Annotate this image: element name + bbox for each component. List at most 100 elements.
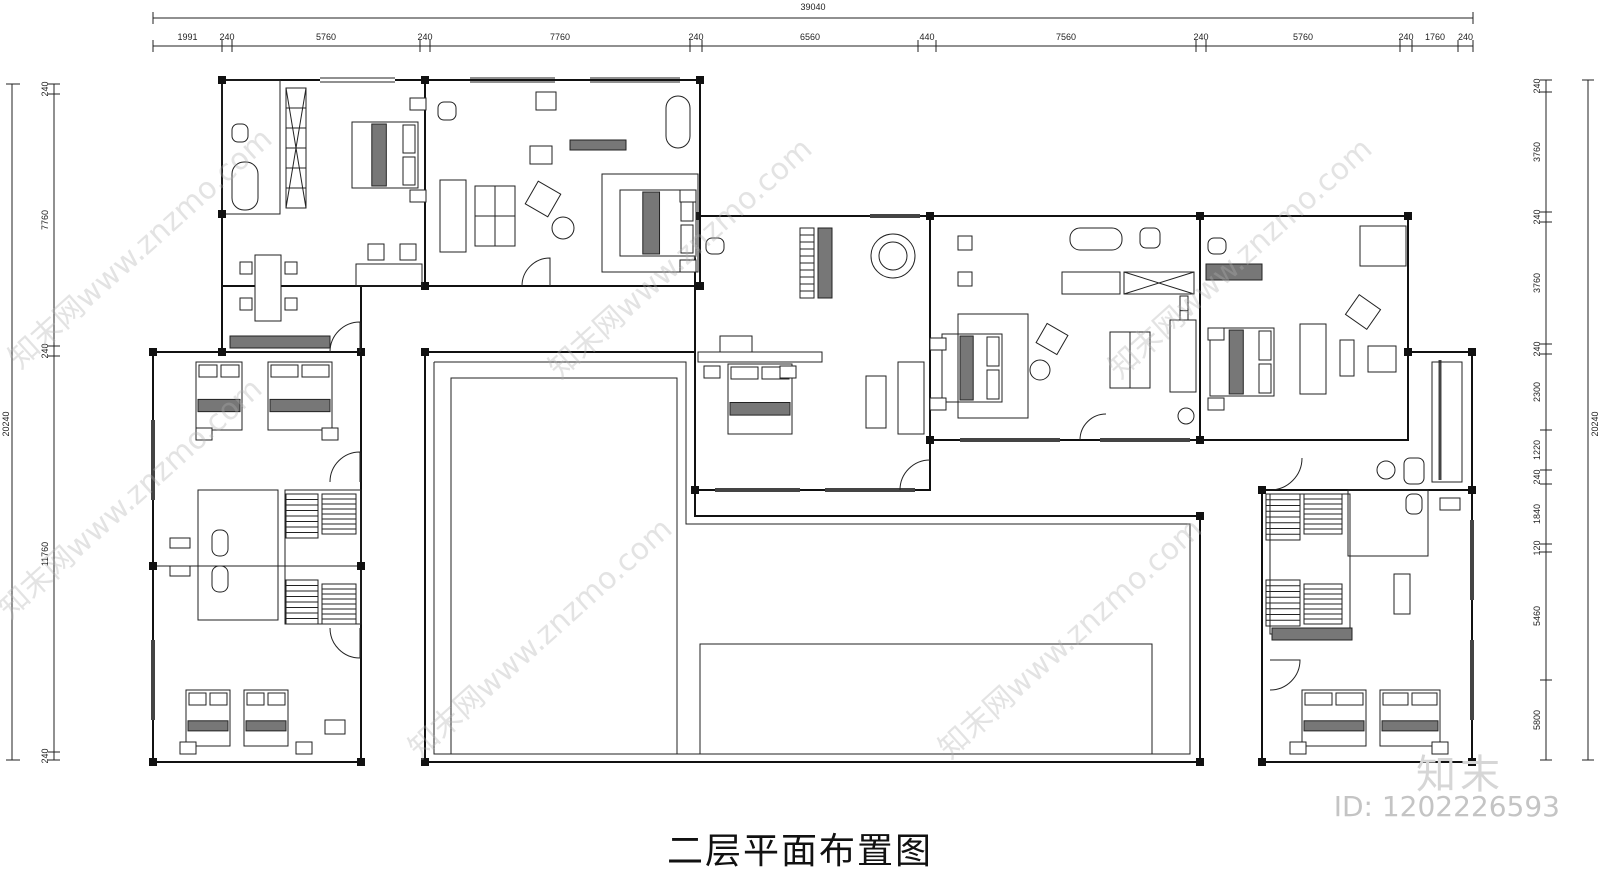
toilet: [231, 123, 249, 143]
bed: [185, 689, 231, 747]
dim-top-label: 1760: [1425, 32, 1445, 42]
column: [421, 348, 429, 356]
column: [696, 282, 704, 290]
dim-top-label: 240: [1193, 32, 1208, 42]
nightstand: [703, 365, 721, 379]
dim-right-label: 240: [1532, 341, 1542, 356]
nightstand: [321, 427, 339, 441]
column: [1468, 758, 1476, 766]
nightstand: [1289, 741, 1307, 755]
nightstand: [195, 427, 213, 441]
wardrobe: [569, 139, 627, 151]
nightstand: [1431, 741, 1449, 755]
dim-left-total: 20240: [1, 411, 11, 436]
dim-right-label: 1220: [1532, 440, 1542, 460]
column: [149, 348, 157, 356]
dim-left-label: 240: [40, 81, 50, 96]
bed: [727, 363, 793, 435]
column: [421, 282, 429, 290]
drawing-title: 二层平面布置图: [666, 831, 933, 872]
doors: [329, 257, 1303, 691]
sofa: [1169, 319, 1197, 393]
bed: [1209, 327, 1275, 397]
freestanding-bathtub: [665, 95, 691, 149]
column: [149, 562, 157, 570]
column: [1404, 348, 1412, 356]
nightstand: [779, 365, 797, 379]
bed: [267, 361, 333, 431]
nightstand: [1207, 327, 1225, 341]
column: [357, 758, 365, 766]
dim-top-label: 5760: [1293, 32, 1313, 42]
column: [421, 758, 429, 766]
armchair: [1344, 294, 1382, 330]
dim-right-label: 3760: [1532, 142, 1542, 162]
windows: [151, 77, 1474, 720]
column: [1404, 212, 1412, 220]
watermark-id: ID: 1202226593: [1333, 790, 1560, 823]
dim-top-label: 440: [919, 32, 934, 42]
nightstand: [929, 337, 947, 351]
right-dimensions: 20240 2403760240376024023001220240184012…: [1532, 78, 1600, 761]
bathtub: [231, 161, 259, 211]
dim-top-total: 39040: [800, 2, 825, 12]
column: [218, 210, 226, 218]
dim-left-label: 240: [40, 748, 50, 763]
column: [691, 486, 699, 494]
column: [696, 76, 704, 84]
bed: [195, 361, 243, 431]
dim-right-total: 20240: [1590, 411, 1600, 436]
column: [1258, 486, 1266, 494]
armchair: [1035, 322, 1069, 356]
dim-left-label: 11760: [40, 542, 50, 566]
column: [926, 212, 934, 220]
dim-right-label: 240: [1532, 469, 1542, 484]
bed: [1379, 689, 1441, 747]
column: [218, 348, 226, 356]
dim-top-label: 240: [417, 32, 432, 42]
column: [1468, 486, 1476, 494]
column: [357, 348, 365, 356]
sofa: [897, 361, 925, 435]
left-dimensions: 20240 240 7760 240 11760 240: [1, 81, 60, 764]
column: [218, 76, 226, 84]
dim-top-label: 240: [1458, 32, 1473, 42]
dim-top-label: 240: [219, 32, 234, 42]
column: [926, 436, 934, 444]
column: [1196, 512, 1204, 520]
watermark-text: 知末网www.znzmo.com: [542, 131, 819, 386]
round-tub: [870, 233, 916, 279]
bed: [1301, 689, 1367, 747]
nightstand: [929, 397, 947, 411]
column: [1196, 212, 1204, 220]
dim-right-label: 1840: [1532, 504, 1542, 524]
dim-top-label: 7760: [550, 32, 570, 42]
dim-top-label: 1991: [177, 32, 197, 42]
beds: [179, 97, 1449, 755]
sofa: [439, 179, 467, 253]
dim-right-label: 240: [1532, 78, 1542, 93]
sofa: [1299, 323, 1327, 395]
column: [1196, 758, 1204, 766]
dim-top-label: 5760: [316, 32, 336, 42]
dim-left-label: 7760: [40, 210, 50, 230]
column: [149, 758, 157, 766]
nightstand: [1207, 397, 1225, 411]
dim-right-label: 3760: [1532, 273, 1542, 293]
nightstand: [179, 741, 197, 755]
dim-right-label: 240: [1532, 209, 1542, 224]
watermark-text: 知末网www.znzmo.com: [402, 511, 679, 766]
bed: [941, 333, 1003, 403]
side-table: [551, 216, 575, 240]
bed: [619, 189, 697, 257]
watermark-logo: 知末: [1416, 752, 1504, 798]
dim-top-label: 7560: [1056, 32, 1076, 42]
column: [421, 76, 429, 84]
dim-top-label: 240: [1398, 32, 1413, 42]
column: [357, 562, 365, 570]
watermark-text: 知末网www.znzmo.com: [0, 371, 269, 626]
dim-left-label: 240: [40, 343, 50, 358]
bed: [243, 689, 289, 747]
